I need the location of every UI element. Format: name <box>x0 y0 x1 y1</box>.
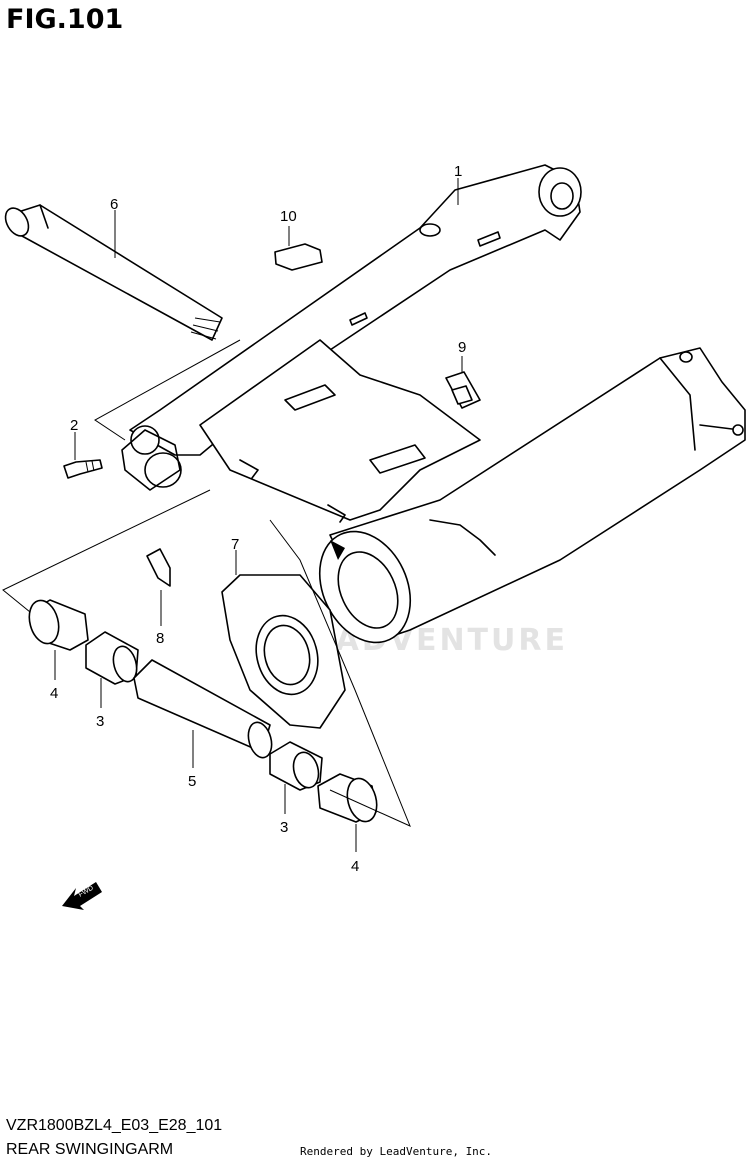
callout-8[interactable]: 8 <box>156 630 164 647</box>
part-3-bearing-right[interactable] <box>269 741 323 814</box>
callout-9[interactable]: 9 <box>458 339 466 356</box>
figure-title: FIG.101 <box>6 4 124 35</box>
guide-lines <box>2 339 411 827</box>
part-2-bolt[interactable] <box>63 432 103 479</box>
figure-code: VZR1800BZL4_E03_E28_101 <box>6 1117 223 1134</box>
part-3-bearing-left[interactable] <box>85 631 140 708</box>
callout-5[interactable]: 5 <box>188 773 196 790</box>
render-credit: Rendered by LeadVenture, Inc. <box>300 1145 493 1158</box>
part-6-pivot-shaft[interactable] <box>1 204 223 341</box>
part-7-guard[interactable] <box>221 550 346 729</box>
fwd-arrow-icon: FWD <box>62 882 102 910</box>
callout-10[interactable]: 10 <box>280 208 297 225</box>
figure-name: REAR SWINGINGARM <box>6 1141 174 1158</box>
callout-3-left[interactable]: 3 <box>96 713 104 730</box>
part-8-clip[interactable] <box>146 548 171 626</box>
part-9-plate[interactable] <box>445 356 481 409</box>
part-4-collar-right[interactable] <box>317 773 381 852</box>
part-10-plug[interactable] <box>274 226 323 271</box>
callout-6[interactable]: 6 <box>110 196 118 213</box>
callout-4-left[interactable]: 4 <box>50 685 58 702</box>
part-5-spacer[interactable] <box>133 659 275 768</box>
callout-1[interactable]: 1 <box>454 163 462 180</box>
part-4-collar-left[interactable] <box>25 597 89 680</box>
callout-4-right[interactable]: 4 <box>351 858 359 875</box>
part-1-swingarm[interactable] <box>121 164 746 657</box>
callout-7[interactable]: 7 <box>231 536 239 553</box>
callout-2[interactable]: 2 <box>70 417 78 434</box>
callout-3-right[interactable]: 3 <box>280 819 288 836</box>
